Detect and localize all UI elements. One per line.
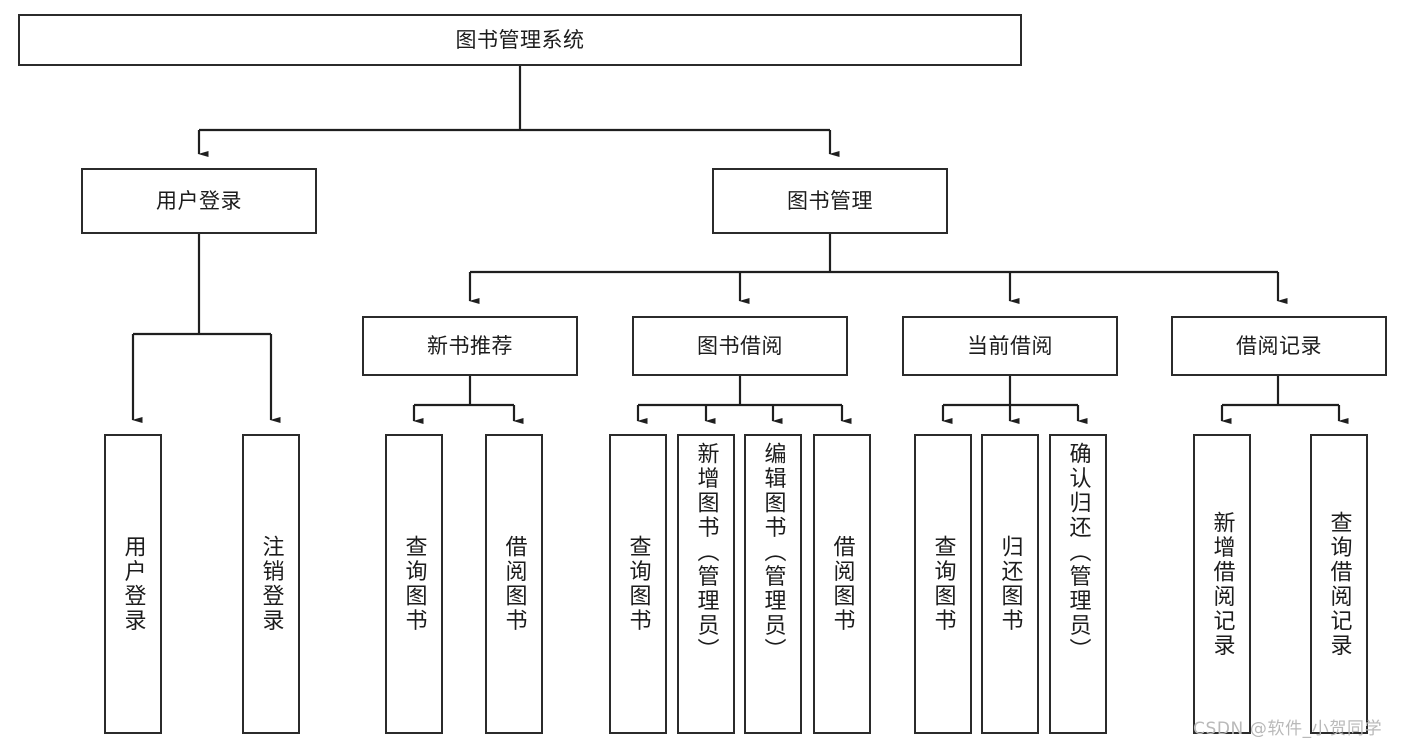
node-leaf-query-record[interactable]: 查询借阅记录 <box>1310 434 1368 734</box>
node-current-borrow-label: 当前借阅 <box>967 333 1053 358</box>
node-root[interactable]: 图书管理系统 <box>18 14 1022 66</box>
node-leaf-borrow-book-2[interactable]: 借阅图书 <box>813 434 871 734</box>
node-leaf-return-book[interactable]: 归还图书 <box>981 434 1039 734</box>
node-leaf-borrow-book-1-label: 借阅图书 <box>501 535 527 633</box>
node-leaf-borrow-book-1[interactable]: 借阅图书 <box>485 434 543 734</box>
node-leaf-add-book[interactable]: 新增图书（管理员） <box>677 434 735 734</box>
node-borrow-record[interactable]: 借阅记录 <box>1171 316 1387 376</box>
node-current-borrow[interactable]: 当前借阅 <box>902 316 1118 376</box>
node-new-book-recommend-label: 新书推荐 <box>427 333 513 358</box>
node-leaf-query-book-3[interactable]: 查询图书 <box>914 434 972 734</box>
node-user-login[interactable]: 用户登录 <box>81 168 317 234</box>
node-book-borrow[interactable]: 图书借阅 <box>632 316 848 376</box>
node-leaf-user-login[interactable]: 用户登录 <box>104 434 162 734</box>
node-leaf-query-book-3-label: 查询图书 <box>930 535 956 633</box>
node-leaf-user-login-label: 用户登录 <box>120 535 146 633</box>
node-leaf-confirm-return-label: 确认归还（管理员） <box>1065 442 1091 663</box>
node-borrow-record-label: 借阅记录 <box>1236 333 1322 358</box>
node-leaf-query-record-label: 查询借阅记录 <box>1326 510 1352 658</box>
node-leaf-add-book-label: 新增图书（管理员） <box>693 442 719 663</box>
node-new-book-recommend[interactable]: 新书推荐 <box>362 316 578 376</box>
node-leaf-confirm-return[interactable]: 确认归还（管理员） <box>1049 434 1107 734</box>
node-leaf-borrow-book-2-label: 借阅图书 <box>829 535 855 633</box>
node-leaf-query-book-2[interactable]: 查询图书 <box>609 434 667 734</box>
watermark: CSDN @软件_小贺同学 <box>1193 719 1383 739</box>
node-leaf-query-book-1[interactable]: 查询图书 <box>385 434 443 734</box>
node-leaf-edit-book-label: 编辑图书（管理员） <box>760 442 786 663</box>
node-user-login-label: 用户登录 <box>156 188 242 213</box>
node-leaf-add-record-label: 新增借阅记录 <box>1209 510 1235 658</box>
node-leaf-user-logout-label: 注销登录 <box>258 535 284 633</box>
node-leaf-edit-book[interactable]: 编辑图书（管理员） <box>744 434 802 734</box>
node-leaf-add-record[interactable]: 新增借阅记录 <box>1193 434 1251 734</box>
node-root-label: 图书管理系统 <box>455 27 585 52</box>
node-leaf-query-book-1-label: 查询图书 <box>401 535 427 633</box>
node-book-manage[interactable]: 图书管理 <box>712 168 948 234</box>
node-leaf-user-logout[interactable]: 注销登录 <box>242 434 300 734</box>
node-book-borrow-label: 图书借阅 <box>697 333 783 358</box>
node-leaf-return-book-label: 归还图书 <box>997 535 1023 633</box>
node-leaf-query-book-2-label: 查询图书 <box>625 535 651 633</box>
node-book-manage-label: 图书管理 <box>787 188 873 213</box>
